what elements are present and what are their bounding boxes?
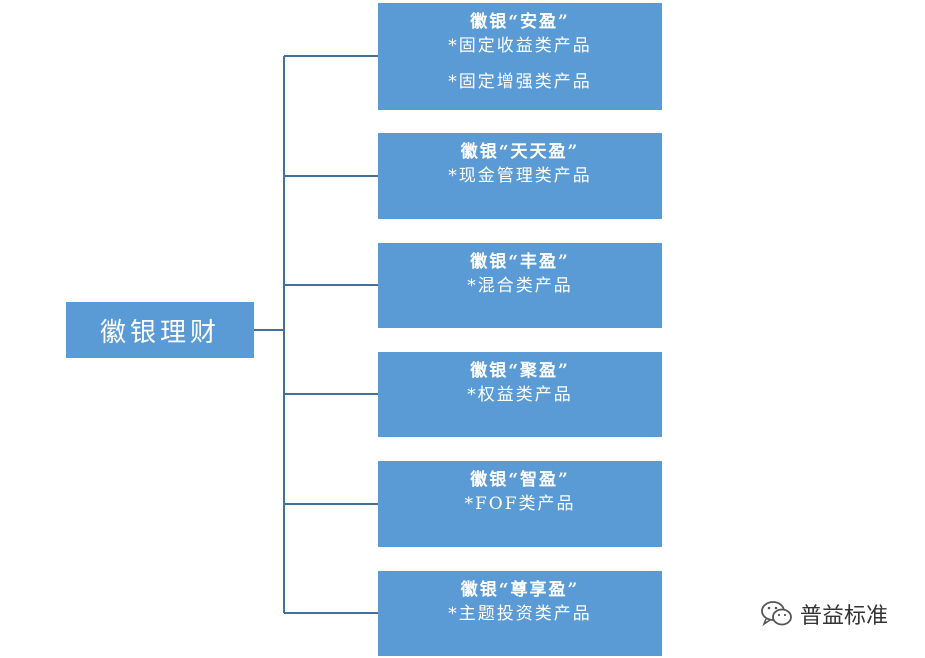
branch-title: 徽银“安盈” [470,12,570,32]
branch-node-juying: 徽银“聚盈” *权益类产品 [378,352,662,437]
branch-node-tiantianying: 徽银“天天盈” *现金管理类产品 [378,133,662,219]
branch-product-line: *固定增强类产品 [448,72,592,92]
branch-product-line: *固定收益类产品 [448,36,592,56]
branch-product-line: *FOF类产品 [464,494,576,514]
branch-product-line: *权益类产品 [467,385,573,405]
branch-node-zunxiangying: 徽银“尊享盈” *主题投资类产品 [378,571,662,656]
watermark-text: 普益标准 [800,604,889,629]
branch-node-zhiying: 徽银“智盈” *FOF类产品 [378,461,662,547]
root-node: 徽银理财 [66,302,254,358]
branch-title: 徽银“丰盈” [470,252,570,272]
wechat-icon [761,601,792,627]
root-label: 徽银理财 [99,317,220,348]
watermark: 普益标准 [760,598,888,630]
branch-title: 徽银“天天盈” [460,142,580,162]
branch-title: 徽银“聚盈” [470,361,570,381]
branch-title: 徽银“尊享盈” [460,580,580,600]
branch-title: 徽银“智盈” [470,470,570,490]
branch-node-fengying: 徽银“丰盈” *混合类产品 [378,243,662,328]
branch-product-line: *现金管理类产品 [448,166,592,186]
branch-product-line: *混合类产品 [467,276,573,296]
branch-product-line: *主题投资类产品 [448,604,592,624]
branch-node-anying: 徽银“安盈” *固定收益类产品 *固定增强类产品 [378,3,662,110]
